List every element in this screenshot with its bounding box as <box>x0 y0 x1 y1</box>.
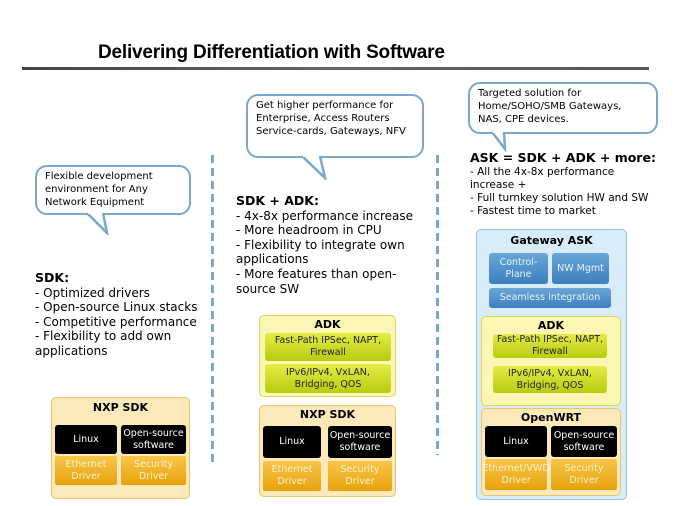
adk-box: ADK Fast-Path IPSec, NAPT, Firewall IPv6… <box>481 316 621 406</box>
linux-block: Linux <box>55 425 117 454</box>
security-driver-block: Security Driver <box>551 459 617 490</box>
nxp-sdk-box: NXP SDK Linux Open-source software Ether… <box>259 405 396 497</box>
column-divider <box>211 155 214 463</box>
bullet: - 4x-8x performance increase <box>236 208 414 223</box>
ethernet-vwd-driver-block: Ethernet/VWD Driver <box>482 459 550 490</box>
bullet: - More features than open- <box>236 266 397 281</box>
callout-sdk: Flexible development environment for Any… <box>35 165 191 215</box>
ethernet-driver-block: Ethernet Driver <box>55 456 117 485</box>
sdk-description: SDK: - Optimized drivers - Open-source L… <box>35 270 198 359</box>
linux-block: Linux <box>263 426 321 458</box>
bullet: - Flexibility to integrate own <box>236 237 405 252</box>
nxp-sdk-box: NXP SDK Linux Open-source software Ether… <box>51 397 190 499</box>
box-title: ADK <box>314 318 341 331</box>
slide-title: Delivering Differentiation with Software <box>98 42 445 63</box>
open-source-block: Open-source software <box>328 426 392 458</box>
control-plane-block: Control-Plane <box>489 253 548 284</box>
protocols-block: IPv6/IPv4, VxLAN, Bridging, QOS <box>265 364 391 393</box>
bullet: increase + <box>470 179 527 191</box>
ask-description: ASK = SDK + ADK + more: - All the 4x-8x … <box>470 150 656 218</box>
bullet: - All the 4x-8x performance <box>470 166 615 178</box>
callout-tail <box>301 154 327 180</box>
bullet: - Competitive performance <box>35 314 197 329</box>
box-title: OpenWRT <box>520 411 582 424</box>
bullet: applications <box>35 343 108 358</box>
box-title: Gateway ASK <box>510 234 593 247</box>
bullet: applications <box>236 252 309 267</box>
sdk-adk-description: SDK + ADK: - 4x-8x performance increase … <box>236 193 414 296</box>
protocols-block: IPv6/IPv4, VxLAN, Bridging, QOS <box>493 366 607 393</box>
bullet: source SW <box>236 281 300 296</box>
linux-block: Linux <box>485 426 547 457</box>
ethernet-driver-block: Ethernet Driver <box>263 461 321 491</box>
openwrt-box: OpenWRT Linux Open-source software Ether… <box>481 408 621 496</box>
fast-path-block: Fast-Path IPSec, NAPT, Firewall <box>493 334 607 358</box>
box-title: NXP SDK <box>92 401 149 414</box>
nw-mgmt-block: NW Mgmt <box>552 253 609 284</box>
gateway-ask-box: Gateway ASK Control-Plane NW Mgmt Seamle… <box>476 229 627 500</box>
seamless-integration-block: Seamless integration <box>489 288 611 308</box>
open-source-block: Open-source software <box>121 425 186 454</box>
bullet: - Fastest time to market <box>470 205 596 217</box>
title-underline <box>22 67 649 70</box>
sdk-adk-heading: SDK + ADK: <box>236 193 319 208</box>
ask-heading: ASK = SDK + ADK + more: <box>470 150 656 165</box>
box-title: NXP SDK <box>299 408 356 421</box>
callout-tail <box>86 211 109 235</box>
callout-ask: Targeted solution for Home/SOHO/SMB Gate… <box>468 82 658 134</box>
security-driver-block: Security Driver <box>328 461 392 491</box>
open-source-block: Open-source software <box>551 426 617 457</box>
bullet: - Open-source Linux stacks <box>35 300 198 315</box>
bullet: - More headroom in CPU <box>236 223 382 238</box>
bullet: - Full turnkey solution HW and SW <box>470 192 649 204</box>
security-driver-block: Security Driver <box>121 456 186 485</box>
adk-box: ADK Fast-Path IPSec, NAPT, Firewall IPv6… <box>259 315 396 397</box>
column-divider <box>436 155 439 455</box>
callout-tail <box>491 130 507 152</box>
bullet: - Flexibility to add own <box>35 329 172 344</box>
callout-adk: Get higher performance for Enterprise, A… <box>246 94 424 158</box>
sdk-heading: SDK: <box>35 270 70 285</box>
box-title: ADK <box>537 319 565 332</box>
bullet: - Optimized drivers <box>35 285 150 300</box>
fast-path-block: Fast-Path IPSec, NAPT, Firewall <box>265 333 391 361</box>
